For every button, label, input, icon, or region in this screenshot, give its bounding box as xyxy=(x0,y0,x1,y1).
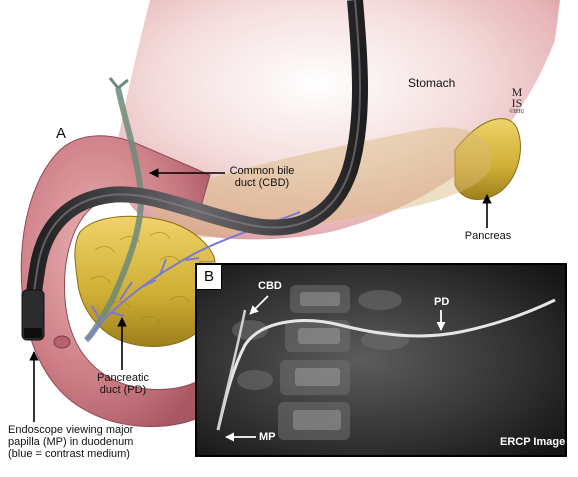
major-papilla xyxy=(53,335,71,349)
pd-label-line1: Pancreatic xyxy=(97,372,149,384)
ercp-pd-label: PD xyxy=(434,296,450,308)
pd-label-line2: duct (PD) xyxy=(99,384,147,396)
ercp-cbd-label: CBD xyxy=(258,280,282,292)
panel-a-letter: A xyxy=(56,125,67,142)
cbd-label-line2: duct (CBD) xyxy=(234,177,290,189)
pancreas-body xyxy=(150,127,492,240)
common-bile-duct xyxy=(83,87,144,343)
ercp-mp-label: MP xyxy=(259,431,276,443)
stomach xyxy=(116,0,560,240)
stomach-label: Stomach xyxy=(408,76,456,90)
endoscope-tip xyxy=(21,289,45,341)
pancreas-label: Pancreas xyxy=(464,230,512,242)
cbd-label: Common bile duct (CBD) xyxy=(226,165,298,189)
pancreas-tail xyxy=(454,118,521,200)
panel-b-letter: B xyxy=(196,264,222,290)
endoscope-label: Endoscope viewing major papilla (MP) in … xyxy=(8,424,133,460)
ercp-caption: ERCP Image xyxy=(500,436,566,448)
endoscope-label-line2: papilla (MP) in duodenum xyxy=(8,436,134,448)
pd-label: Pancreatic duct (PD) xyxy=(90,372,156,396)
endoscope-label-line1: Endoscope viewing major xyxy=(8,424,134,436)
cbd-label-line1: Common bile xyxy=(229,165,295,177)
endoscope-label-line3: (blue = contrast medium) xyxy=(8,448,130,460)
illustrator-signature: M IS ©IHU xyxy=(509,85,525,115)
ercp-cbd-arrow xyxy=(249,295,269,315)
ercp-image xyxy=(195,263,567,457)
